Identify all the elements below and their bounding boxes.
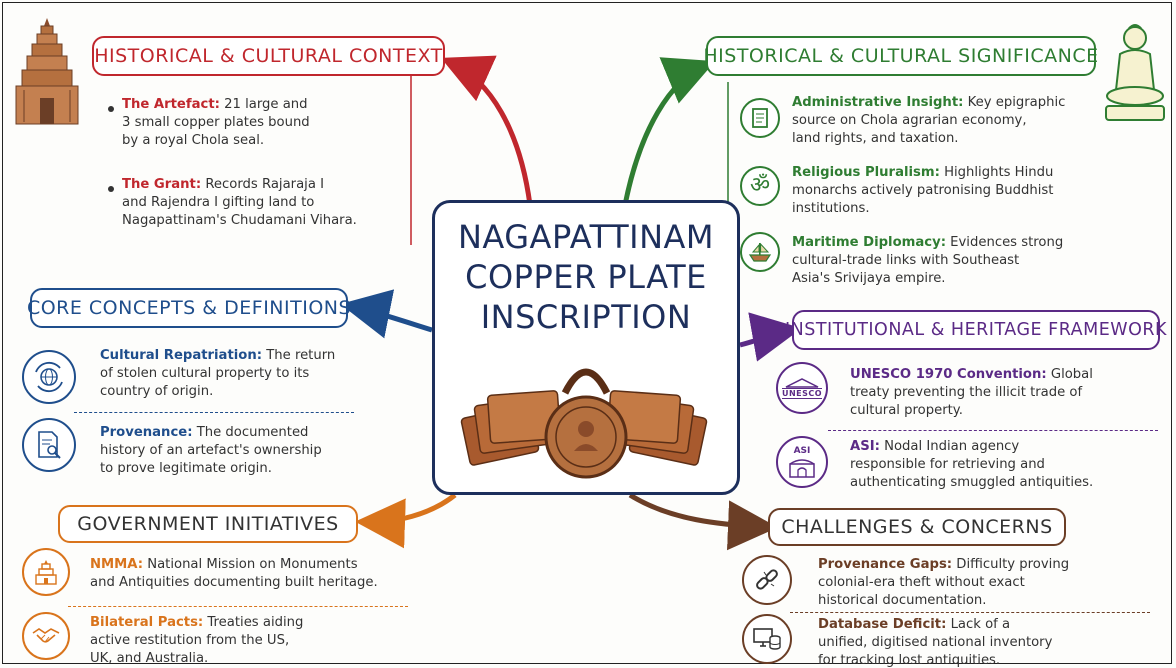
item-text: Treaties aiding [207,615,304,630]
central-title-line: COPPER PLATE [465,258,707,296]
item-text: for tracking lost antiquities. [818,653,1001,668]
item-text: to prove legitimate origin. [100,461,272,476]
core-title: CORE CONCEPTS & DEFINITIONS [27,288,351,328]
item-text: and Rajendra I gifting land to [122,195,315,210]
item-text: monarchs actively patronising Buddhist [792,183,1054,198]
item-term: Bilateral Pacts: [90,615,204,630]
database-icon [742,614,792,664]
government-title: GOVERNMENT INITIATIVES [58,505,358,543]
list-item: Administrative Insight: Key epigraphic s… [792,94,1122,148]
institutional-title: INSTITUTIONAL & HERITAGE FRAMEWORK [785,310,1167,350]
item-text: cultural property. [850,403,963,418]
item-term: Administrative Insight: [792,95,964,110]
temple-icon [12,16,82,128]
item-text: The documented [196,425,309,440]
asi-icon-label: ASI [793,446,811,456]
item-text: Nagapattinam's Chudamani Vihara. [122,213,357,228]
item-text: Global [1050,367,1093,382]
item-text: 21 large and [224,97,308,112]
item-text: Records Rajaraja I [205,177,324,192]
item-text: of stolen cultural property to its [100,366,310,381]
item-term: Provenance: [100,425,193,440]
item-text: Asia's Srivijaya empire. [792,271,946,286]
item-text: historical documentation. [818,593,987,608]
item-text: cultural-trade links with Southeast [792,253,1020,268]
unesco-icon-label: UNESCO [781,387,823,399]
central-title: NAGAPATTINAM COPPER PLATE INSCRIPTION [435,217,737,337]
item-text: National Mission on Monuments [147,557,358,572]
list-item: Religious Pluralism: Highlights Hindu mo… [792,164,1122,218]
significance-title: HISTORICAL & CULTURAL SIGNIFICANCE [703,36,1098,76]
challenges-title: CHALLENGES & CONCERNS [768,508,1066,546]
item-term: Database Deficit: [818,617,947,632]
item-term: ASI: [850,439,880,454]
item-text: UK, and Australia. [90,651,209,666]
item-text: treaty preventing the illicit trade of [850,385,1083,400]
list-item: Bilateral Pacts: Treaties aiding active … [90,614,420,668]
list-item: UNESCO 1970 Convention: Global treaty pr… [850,366,1166,420]
item-text: Lack of a [950,617,1011,632]
central-title-line: INSCRIPTION [480,298,692,336]
list-item: Database Deficit: Lack of a unified, dig… [818,616,1138,668]
list-item: Provenance: The documented history of an… [100,424,390,478]
divider [828,430,1158,431]
central-title-line: NAGAPATTINAM [457,218,714,256]
item-text: source on Chola agrarian economy, [792,113,1027,128]
item-text: responsible for retrieving and [850,457,1045,472]
list-item: Maritime Diplomacy: Evidences strong cul… [792,234,1122,288]
item-text: land rights, and taxation. [792,131,959,146]
item-text: 3 small copper plates bound [122,115,310,130]
context-title: HISTORICAL & CULTURAL CONTEXT [92,36,445,76]
divider [74,412,354,413]
item-term: NMMA: [90,557,144,572]
broken-chain-icon [742,555,792,605]
bullet [108,186,114,192]
item-text: Nodal Indian agency [884,439,1020,454]
item-term: Religious Pluralism: [792,165,940,180]
bullet [108,106,114,112]
item-term: The Artefact: [122,97,220,112]
item-text: Difficulty proving [956,557,1070,572]
item-text: active restitution from the US, [90,633,290,648]
buddha-icon [1100,20,1170,126]
item-term: Provenance Gaps: [818,557,953,572]
item-text: history of an artefact's ownership [100,443,322,458]
item-text: Highlights Hindu [944,165,1054,180]
item-term: UNESCO 1970 Convention: [850,367,1047,382]
list-item: Provenance Gaps: Difficulty proving colo… [818,556,1138,610]
om-icon: ॐ [740,166,780,206]
ship-icon [740,232,780,272]
item-text: country of origin. [100,384,214,399]
list-item: The Grant: Records Rajaraja I and Rajend… [122,176,407,230]
divider [68,606,408,607]
list-item: The Artefact: 21 large and 3 small coppe… [122,96,407,150]
item-text: Key epigraphic [967,95,1066,110]
handshake-icon [22,612,70,660]
list-item: ASI: Nodal Indian agency responsible for… [850,438,1166,492]
unesco-icon: UNESCO [776,362,828,414]
item-term: Cultural Repatriation: [100,348,263,363]
list-item: NMMA: National Mission on Monuments and … [90,556,420,592]
item-text: and Antiquities documenting built herita… [90,575,378,590]
scroll-icon [740,98,780,138]
globe-return-icon [22,350,76,404]
item-text: authenticating smuggled antiquities. [850,475,1094,490]
item-text: unified, digitised national inventory [818,635,1053,650]
item-term: The Grant: [122,177,202,192]
divider [790,612,1150,613]
copper-plates-illustration [455,351,717,491]
central-topic: NAGAPATTINAM COPPER PLATE INSCRIPTION [432,200,740,495]
monument-icon [22,548,70,596]
asi-icon: ASI [776,436,828,488]
item-text: The return [266,348,336,363]
item-text: colonial-era theft without exact [818,575,1025,590]
item-text: Evidences strong [950,235,1064,250]
list-item: Cultural Repatriation: The return of sto… [100,347,390,401]
item-text: institutions. [792,201,870,216]
item-term: Maritime Diplomacy: [792,235,946,250]
item-text: by a royal Chola seal. [122,133,265,148]
document-search-icon [22,418,76,472]
